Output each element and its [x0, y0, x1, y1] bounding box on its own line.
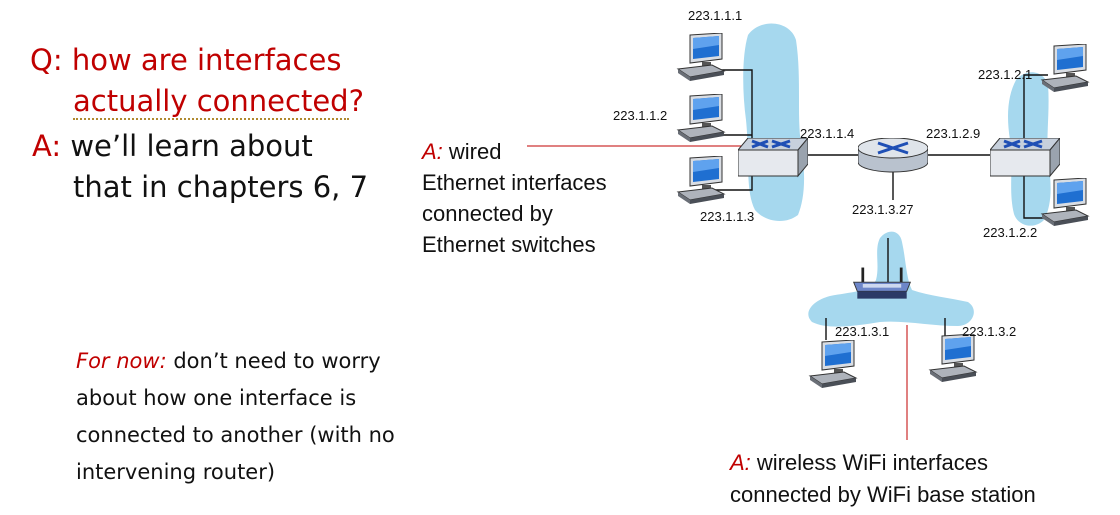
ip-label-223-1-2-2: 223.1.2.2: [983, 225, 1038, 240]
question-text-2: actually connected: [73, 84, 349, 120]
ip-label-223-1-1-2: 223.1.1.2: [613, 108, 668, 123]
for-now-text-1: don’t need to worry: [166, 349, 381, 373]
wireless-text-1: wireless WiFi interfaces: [750, 450, 988, 475]
ip-label-223-1-3-1: 223.1.3.1: [835, 324, 890, 339]
wired-callout-line3: connected by: [422, 201, 553, 226]
wireless-callout-line1: A: wireless WiFi interfaces: [730, 447, 988, 478]
router-icon: [858, 138, 928, 174]
for-now-line3: connected to another (with no: [76, 423, 395, 447]
q-prefix: Q:: [30, 43, 63, 77]
wired-word: wired: [442, 139, 502, 164]
ip-label-223-1-3-2: 223.1.3.2: [962, 324, 1017, 339]
host-1-3-1-computer-icon: [809, 340, 857, 389]
wireless-a-prefix: A:: [730, 450, 751, 475]
ip-label-223-1-2-9: 223.1.2.9: [926, 126, 981, 141]
answer-text-1: we’ll learn about: [70, 129, 313, 163]
host-1-3-2-computer-icon: [929, 334, 977, 383]
ip-label-223-1-2-1: 223.1.2.1: [978, 67, 1033, 82]
host-1-1-1-computer-icon: [677, 33, 725, 82]
wired-callout-line4: Ethernet switches: [422, 232, 596, 257]
wired-a-prefix: A:: [422, 139, 443, 164]
ip-label-223-1-1-3: 223.1.1.3: [700, 209, 755, 224]
question-text-1: how are interfaces: [71, 43, 342, 77]
ip-label-223-1-1-1: 223.1.1.1: [688, 8, 743, 23]
for-now-line2: about how one interface is: [76, 386, 357, 410]
switch-1-icon: [738, 138, 808, 178]
wired-callout-line2: Ethernet interfaces: [422, 170, 607, 195]
wireless-callout-line2: connected by WiFi base station: [730, 482, 1036, 507]
for-now-prefix: For now:: [76, 349, 167, 373]
wired-callout-line1: A: wired: [422, 136, 501, 167]
host-1-2-1-computer-icon: [1041, 44, 1089, 93]
host-1-1-2-computer-icon: [677, 94, 725, 143]
question-line1: Q: how are interfaces: [30, 42, 341, 78]
answer-line1: A: we’ll learn about: [32, 128, 313, 164]
answer-text-2: that in chapters 6, 7: [73, 170, 369, 204]
host-1-1-3-computer-icon: [677, 156, 725, 205]
ip-label-223-1-1-4: 223.1.1.4: [800, 126, 855, 141]
for-now-line4: intervening router): [76, 460, 276, 484]
subnet-3-blob: [808, 231, 974, 327]
switch-2-icon: [990, 138, 1060, 178]
question-mark: ?: [348, 84, 364, 118]
question-line2: actually connected?: [73, 83, 364, 120]
answer-prefix: A:: [32, 129, 62, 163]
for-now-line1: For now: don’t need to worry: [76, 343, 381, 380]
ip-label-223-1-3-27: 223.1.3.27: [852, 202, 914, 217]
